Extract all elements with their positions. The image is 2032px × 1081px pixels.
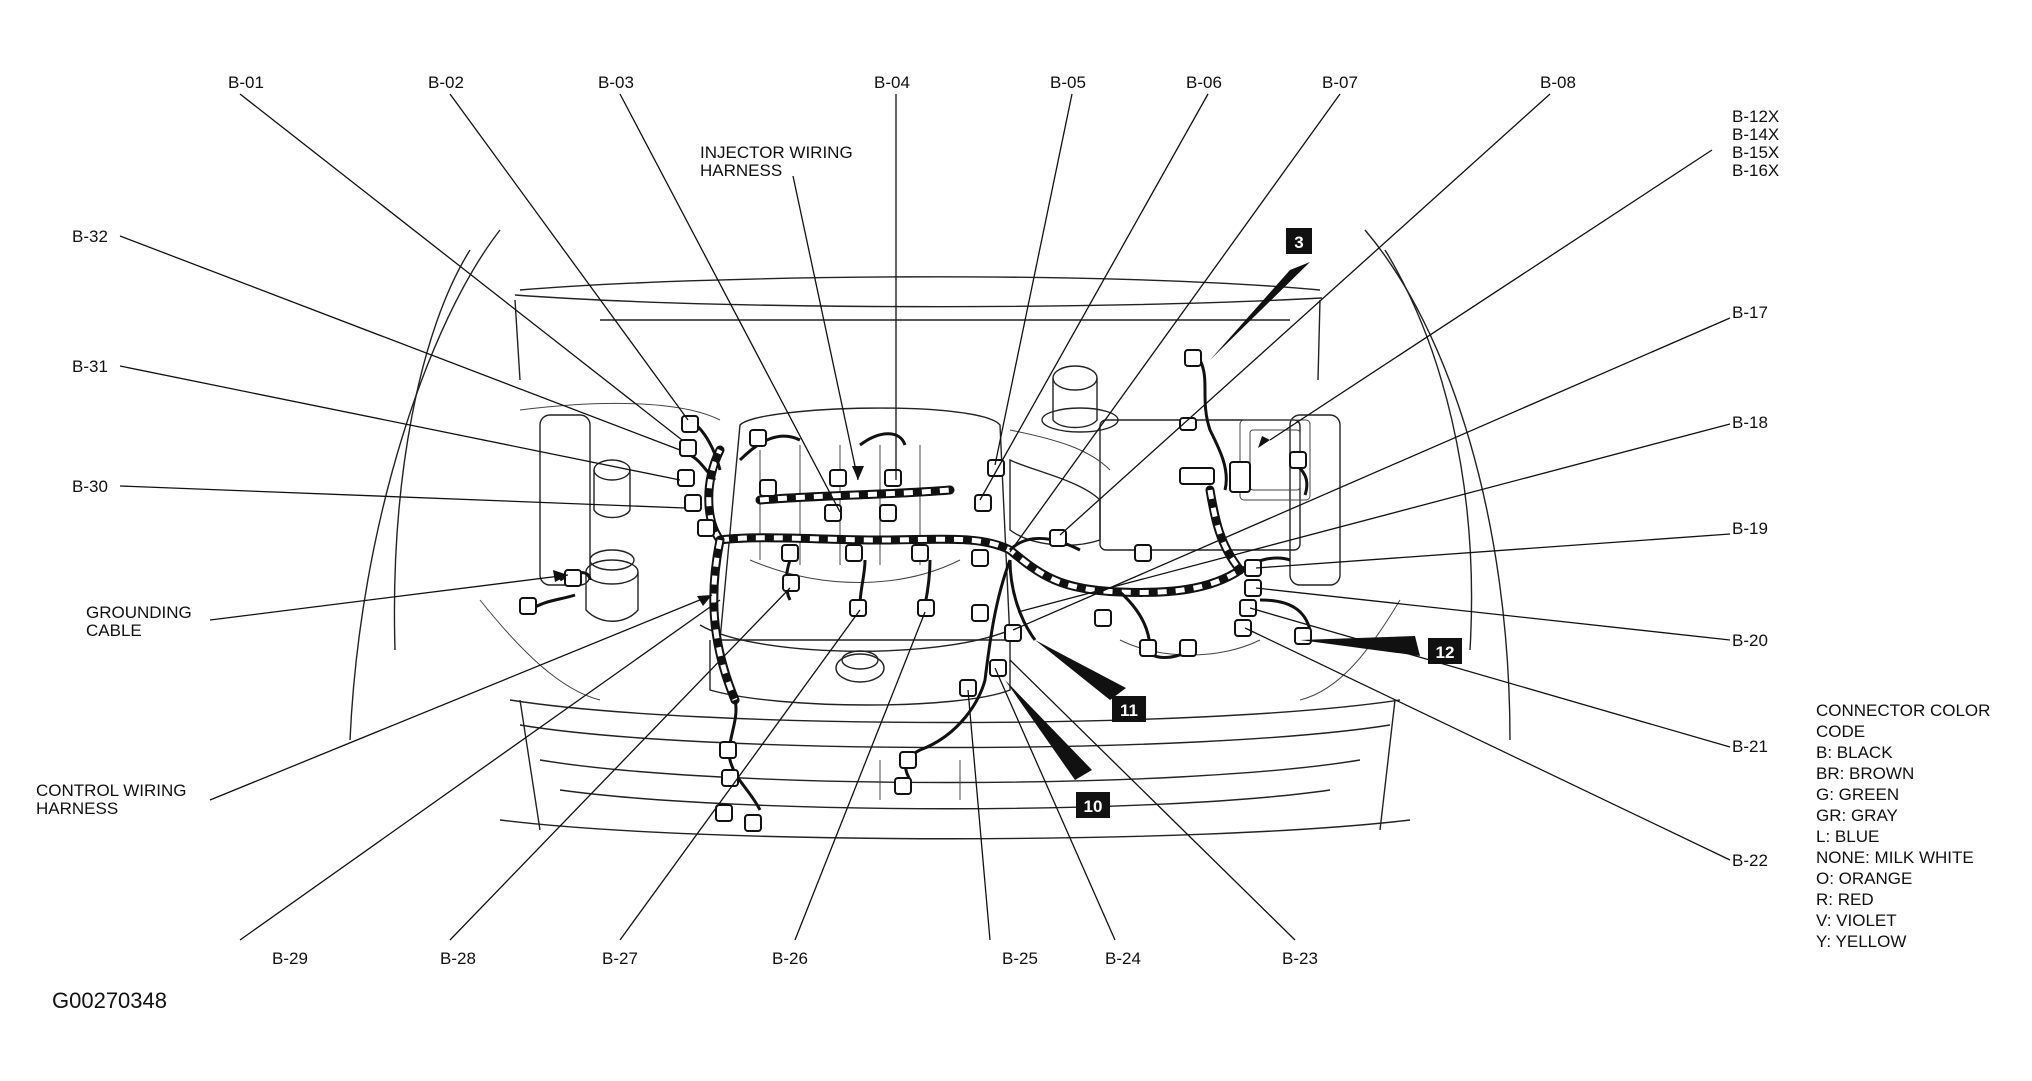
label-b25: B-25 — [1002, 949, 1038, 968]
badge-3-text: 3 — [1294, 233, 1303, 252]
legend-item: BR: BROWN — [1816, 764, 1914, 783]
badge-pointers — [1005, 262, 1420, 780]
label-b27: B-27 — [602, 949, 638, 968]
badge-12: 12 — [1428, 638, 1462, 664]
label-grounding-cable-1: GROUNDING — [86, 603, 192, 622]
connector-symbols — [519, 349, 1312, 832]
badge-11: 11 — [1112, 696, 1146, 722]
label-control-harness-2: HARNESS — [36, 799, 118, 818]
wiring-harnesses — [529, 359, 1312, 811]
badge-12-text: 12 — [1436, 643, 1455, 662]
label-b04: B-04 — [874, 73, 910, 92]
label-b23: B-23 — [1282, 949, 1318, 968]
connector-color-legend: CONNECTOR COLOR CODE B: BLACK BR: BROWN … — [1816, 701, 1990, 951]
engine-bay-outline — [349, 229, 1511, 840]
label-b29: B-29 — [272, 949, 308, 968]
legend-title-2: CODE — [1816, 722, 1865, 741]
label-b03: B-03 — [598, 73, 634, 92]
label-b02: B-02 — [428, 73, 464, 92]
label-b20: B-20 — [1732, 631, 1768, 650]
label-b30: B-30 — [72, 477, 108, 496]
legend-item: O: ORANGE — [1816, 869, 1912, 888]
label-b22: B-22 — [1732, 851, 1768, 870]
legend-item: R: RED — [1816, 890, 1874, 909]
label-b15x: B-15X — [1732, 143, 1779, 162]
label-b01: B-01 — [228, 73, 264, 92]
label-b26: B-26 — [772, 949, 808, 968]
label-b31: B-31 — [72, 357, 108, 376]
label-b12x: B-12X — [1732, 107, 1779, 126]
label-b24: B-24 — [1105, 949, 1141, 968]
legend-item: L: BLUE — [1816, 827, 1879, 846]
label-b28: B-28 — [440, 949, 476, 968]
label-b17: B-17 — [1732, 303, 1768, 322]
badge-3: 3 — [1286, 228, 1312, 254]
label-b19: B-19 — [1732, 519, 1768, 538]
legend-item: NONE: MILK WHITE — [1816, 848, 1974, 867]
label-control-harness-1: CONTROL WIRING — [36, 781, 186, 800]
legend-item: Y: YELLOW — [1816, 932, 1906, 951]
badge-11-text: 11 — [1120, 701, 1138, 720]
label-b16x: B-16X — [1732, 161, 1779, 180]
label-b21: B-21 — [1732, 737, 1768, 756]
label-injector-harness-1: INJECTOR WIRING — [700, 143, 853, 162]
leader-lines — [119, 93, 1731, 941]
legend-title-1: CONNECTOR COLOR — [1816, 701, 1990, 720]
label-b06: B-06 — [1186, 73, 1222, 92]
label-b32: B-32 — [72, 227, 108, 246]
legend-item: G: GREEN — [1816, 785, 1899, 804]
legend-item: V: VIOLET — [1816, 911, 1897, 930]
label-b07: B-07 — [1322, 73, 1358, 92]
badge-10: 10 — [1076, 792, 1110, 818]
label-b14x: B-14X — [1732, 125, 1779, 144]
label-grounding-cable-2: CABLE — [86, 621, 142, 640]
figure-id: G00270348 — [52, 988, 167, 1013]
label-injector-harness-2: HARNESS — [700, 161, 782, 180]
label-b18: B-18 — [1732, 413, 1768, 432]
legend-item: GR: GRAY — [1816, 806, 1898, 825]
label-b05: B-05 — [1050, 73, 1086, 92]
label-b08: B-08 — [1540, 73, 1576, 92]
legend-item: B: BLACK — [1816, 743, 1893, 762]
badge-10-text: 10 — [1084, 797, 1103, 816]
